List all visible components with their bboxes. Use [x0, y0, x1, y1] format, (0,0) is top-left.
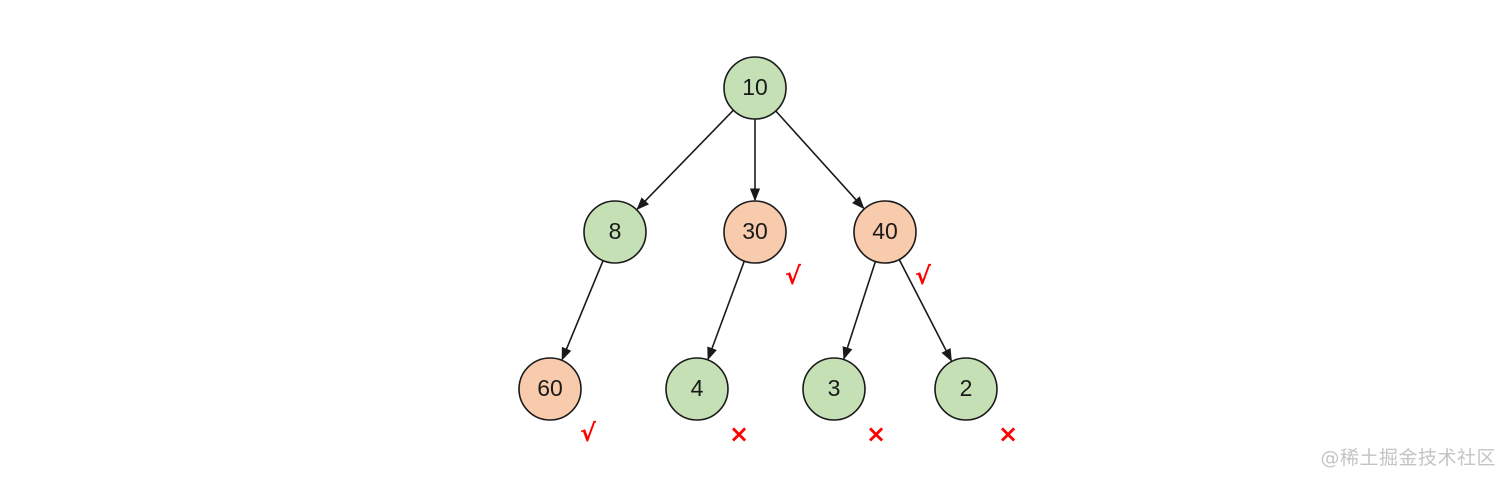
node-circle [665, 357, 729, 421]
check-mark-icon: √ [580, 419, 597, 447]
node-circle [802, 357, 866, 421]
edge-8-to-60 [561, 260, 604, 361]
node-circle [518, 357, 582, 421]
node-label: 40 [872, 218, 898, 244]
node-label: 3 [828, 375, 841, 401]
nodes: 10 8 30 40 60 4 3 2 [518, 56, 998, 421]
tree-node-60: 60 [518, 357, 582, 421]
marks: √ √ √ × × × [580, 262, 1018, 448]
cross-mark-icon: × [866, 420, 886, 448]
node-circle [583, 200, 647, 264]
edges [561, 109, 953, 362]
edge-10-to-8 [636, 109, 734, 211]
node-label: 4 [691, 375, 704, 401]
tree-node-2: 2 [934, 357, 998, 421]
node-circle [723, 56, 787, 120]
tree-node-3: 3 [802, 357, 866, 421]
check-mark-icon: √ [915, 262, 932, 290]
edge-30-to-4 [707, 260, 746, 361]
watermark-text: @稀土掘金技术社区 [1320, 447, 1496, 469]
node-circle [934, 357, 998, 421]
tree-node-4: 4 [665, 357, 729, 421]
tree-node-30: 30 [723, 200, 787, 264]
node-circle [853, 200, 917, 264]
cross-mark-icon: × [998, 420, 1018, 448]
cross-mark-icon: × [729, 420, 749, 448]
edge-40-to-2 [898, 259, 953, 362]
node-label: 2 [960, 375, 973, 401]
tree-node-10: 10 [723, 56, 787, 120]
check-mark-icon: √ [785, 262, 802, 290]
node-label: 60 [537, 375, 563, 401]
tree-node-8: 8 [583, 200, 647, 264]
node-label: 8 [609, 218, 622, 244]
node-label: 30 [742, 218, 768, 244]
edge-40-to-3 [842, 261, 877, 360]
node-circle [723, 200, 787, 264]
tree-node-40: 40 [853, 200, 917, 264]
node-label: 10 [742, 74, 768, 100]
edge-10-to-40 [775, 110, 865, 210]
